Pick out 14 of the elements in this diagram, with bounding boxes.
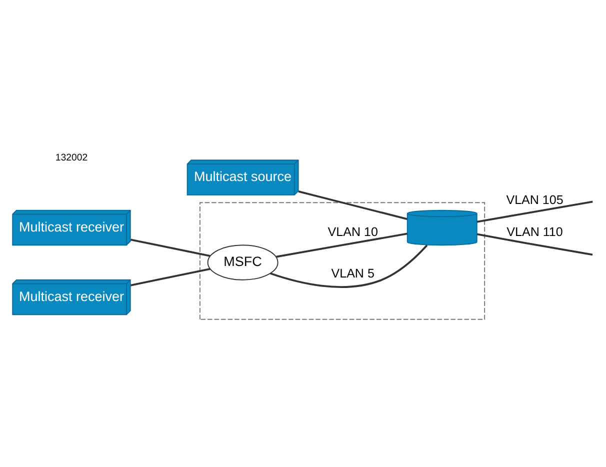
node-ellipse: MSFC: [207, 244, 278, 280]
connector: [130, 268, 210, 286]
connector: [476, 232, 593, 256]
edge-label: VLAN 10: [328, 224, 378, 238]
connector: [298, 190, 408, 220]
connector: [270, 244, 428, 288]
cluster: [199, 202, 486, 320]
edge-label: VLAN 105: [506, 192, 564, 206]
label: 132002: [55, 152, 88, 164]
edge-label: VLAN 110: [506, 224, 563, 238]
edge-label: VLAN 5: [331, 266, 374, 280]
connector: [130, 238, 210, 256]
connector: [476, 200, 593, 222]
connector: [276, 232, 408, 258]
